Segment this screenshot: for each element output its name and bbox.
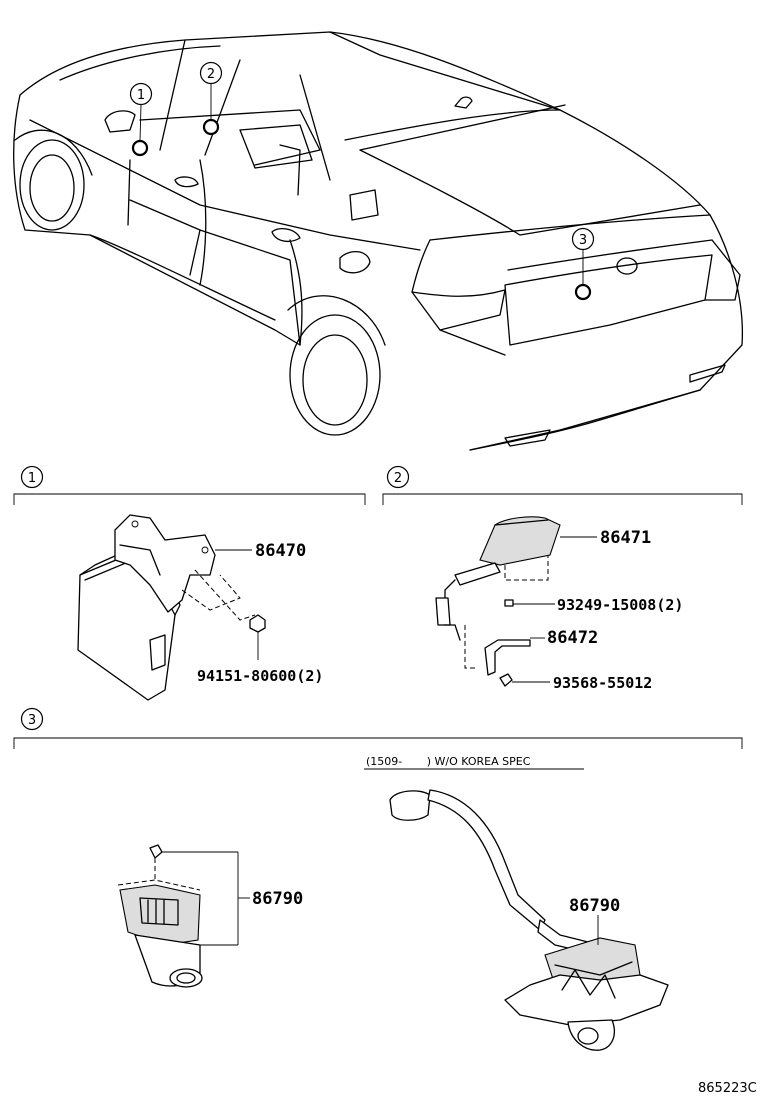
section-3-bracket (13, 737, 743, 749)
bolt-93568 (499, 673, 513, 687)
callout-2-marker (202, 118, 220, 136)
part-number-86790-right: 86790 (569, 896, 620, 916)
screw-93249 (504, 599, 514, 607)
bracket-86472 (484, 639, 531, 676)
section-1-number: 1 (28, 471, 36, 486)
nut-94151 (249, 614, 266, 633)
camera-mount-plate (504, 974, 669, 1026)
vehicle-overview-illustration (13, 31, 744, 451)
callout-3-number: 3 (579, 233, 587, 248)
callout-3: 3 (571, 227, 595, 301)
spec-note: (1509- ) W/O KOREA SPEC (366, 755, 531, 768)
section-2-bracket (382, 493, 743, 505)
part-number-86471: 86471 (600, 528, 651, 548)
drawing-code: 865223C (698, 1081, 757, 1096)
module-bracket (114, 514, 216, 613)
callout-2: 2 (199, 61, 223, 136)
section-2: 2 86471 93249-15008(2) 86472 93568-55012 (382, 465, 743, 692)
connector-86790 (389, 790, 431, 821)
camera-housing-86471 (479, 516, 561, 566)
callout-2-number: 2 (207, 67, 215, 82)
callout-1-number: 1 (137, 88, 145, 103)
part-number-93568-55012: 93568-55012 (553, 674, 652, 692)
screw-86790-left (149, 844, 163, 859)
camera-harness (427, 789, 546, 931)
section-1: 1 86470 94151-80600(2) (13, 465, 366, 701)
section-2-number: 2 (394, 471, 402, 486)
section-3: 3 86790 (1509- ) W/O KOREA SPEC 86790 (13, 707, 743, 1051)
part-number-86472: 86472 (547, 628, 598, 648)
callout-3-marker (574, 283, 592, 301)
section-1-bracket (13, 493, 366, 505)
section-3-number: 3 (28, 713, 36, 728)
part-number-93249-15008: 93249-15008(2) (557, 596, 683, 614)
part-number-94151-80600: 94151-80600(2) (197, 667, 323, 685)
part-number-86790-left: 86790 (252, 889, 303, 909)
callout-1-marker (131, 139, 149, 157)
rear-camera-86790-left (119, 884, 201, 946)
callout-1: 1 (129, 82, 153, 157)
part-number-86470: 86470 (255, 541, 306, 561)
